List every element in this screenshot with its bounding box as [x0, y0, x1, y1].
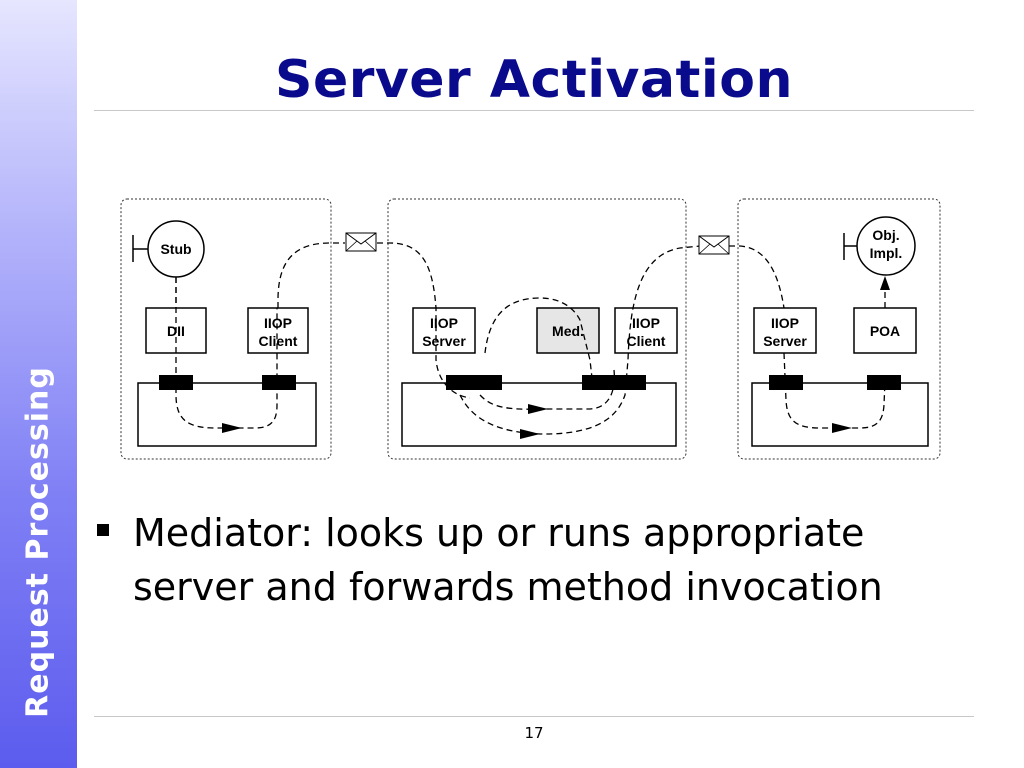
footer-divider — [94, 716, 974, 717]
bullet-item: Mediator: looks up or runs appropriate s… — [97, 506, 957, 614]
title-divider — [94, 110, 974, 111]
mediator-box — [536, 307, 600, 354]
connector-pad — [769, 375, 803, 390]
client-orb-box — [137, 382, 317, 447]
page-number: 17 — [524, 724, 544, 742]
arrowhead — [880, 276, 890, 290]
connector-pad — [446, 375, 502, 390]
request-flow-path — [175, 242, 886, 435]
sidebar: Request Processing — [0, 0, 77, 768]
stub-label: Stub — [160, 241, 191, 257]
arrowhead — [832, 423, 852, 433]
arrowhead — [520, 429, 540, 439]
bullet-text: Mediator: looks up or runs appropriate s… — [133, 511, 883, 609]
server-activation-diagram: Stub DII IIOP Client IIOP Server Med. II… — [120, 198, 941, 460]
iiop-server-box-right — [753, 307, 817, 354]
iiop-server-middle-line2: Server — [422, 333, 466, 349]
bullet-square-icon — [97, 524, 109, 536]
iiop-server-right-line1: IIOP — [771, 315, 799, 331]
iiop-client-left-line1: IIOP — [264, 315, 292, 331]
obj-impl-line1: Obj. — [872, 227, 899, 243]
iiop-client-left-line2: Client — [259, 333, 298, 349]
mediator-label: Med. — [552, 323, 584, 339]
envelope-icon — [698, 235, 730, 255]
slide-title: Server Activation — [275, 50, 793, 110]
obj-impl-line2: Impl. — [870, 245, 903, 261]
iiop-client-middle-line2: Client — [627, 333, 666, 349]
obj-impl-circle — [856, 216, 916, 276]
iiop-server-box-middle — [412, 307, 476, 354]
iiop-client-middle-line1: IIOP — [632, 315, 660, 331]
server-orb-box — [751, 382, 929, 447]
arrowhead — [528, 404, 548, 414]
iiop-server-middle-line1: IIOP — [430, 315, 458, 331]
iiop-server-right-line2: Server — [763, 333, 807, 349]
connector-pad — [867, 375, 901, 390]
iiop-client-box-left — [247, 307, 309, 354]
arrowhead — [222, 423, 242, 433]
sidebar-label: Request Processing — [20, 366, 56, 718]
envelope-icon — [345, 232, 377, 252]
poa-label: POA — [870, 323, 900, 339]
connector-pad — [262, 375, 296, 390]
iiop-client-box-middle — [614, 307, 678, 354]
mediator-orb-box — [401, 382, 677, 447]
